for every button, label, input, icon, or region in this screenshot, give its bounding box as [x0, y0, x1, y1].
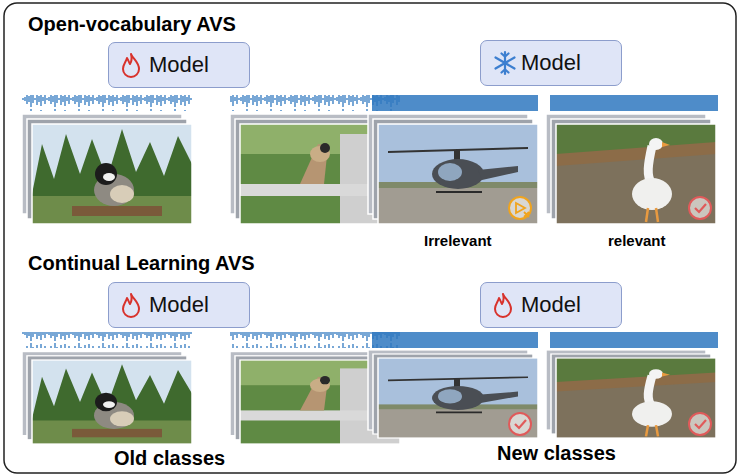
section-heading: Open-vocabulary AVS: [28, 13, 236, 36]
model-label: Model: [521, 292, 581, 318]
flame-icon: [120, 52, 142, 78]
model-box: Model: [480, 282, 622, 328]
snowflake-icon: [492, 50, 518, 76]
model-label: Model: [521, 50, 581, 76]
model-label: Model: [149, 52, 209, 78]
caption-label: New classes: [497, 442, 616, 465]
model-box: Model: [108, 282, 250, 328]
flame-icon: [492, 292, 514, 318]
caption-label: relevant: [608, 232, 666, 249]
section-heading: Continual Learning AVS: [28, 252, 255, 275]
model-box: Model: [108, 42, 250, 88]
caption-label: Old classes: [114, 447, 225, 470]
model-label: Model: [149, 292, 209, 318]
caption-label: Irrelevant: [424, 232, 492, 249]
flame-icon: [120, 292, 142, 318]
model-box: Model: [480, 40, 622, 86]
